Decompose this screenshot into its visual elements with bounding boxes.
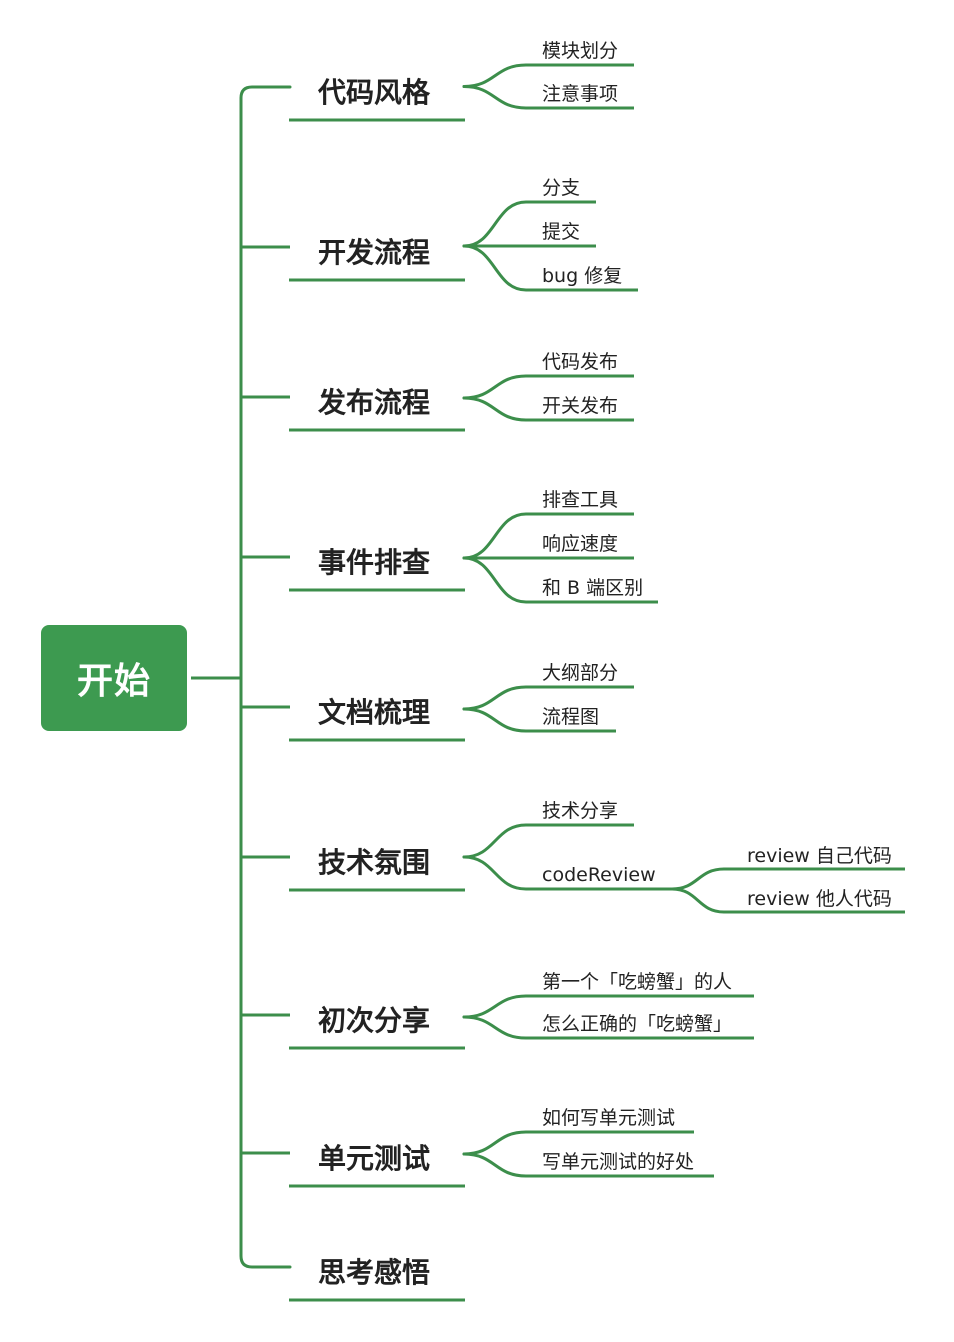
child-label: 模块划分 [542,40,618,62]
spine-line [239,85,292,1269]
child-label: 如何写单元测试 [542,1107,675,1129]
branch-label: 技术氛围 [318,846,430,879]
branch-node[interactable]: 技术氛围 技术分享 codeReview review 自己代码 review 他人代码 [241,800,905,914]
branch-label: 单元测试 [318,1142,430,1175]
child-label: 开关发布 [542,395,618,417]
grandchild-node[interactable]: review 他人代码 [670,887,905,914]
grandchild-label: review 他人代码 [747,888,892,910]
child-node[interactable]: 和 B 端区别 [462,556,658,604]
child-label: 提交 [542,221,580,243]
child-connector [462,1152,528,1178]
child-connector [462,1015,528,1040]
child-label: 大纲部分 [542,662,618,684]
grandchild-label: review 自己代码 [747,845,892,867]
branch-label: 发布流程 [317,386,430,419]
child-connector [462,685,528,711]
child-node[interactable]: 分支 [462,177,596,248]
grandchild-connector [670,887,726,914]
child-label: 排查工具 [542,489,618,511]
child-connector [462,707,528,733]
root-node[interactable]: 开始 [41,625,187,731]
branch-label: 开发流程 [318,236,430,269]
child-node[interactable]: 怎么正确的「吃螃蟹」 [462,1013,754,1040]
child-label: 写单元测试的好处 [542,1151,694,1173]
child-label: 怎么正确的「吃螃蟹」 [542,1013,732,1035]
grandchild-connector [670,867,726,891]
branch-label: 文档梳理 [318,696,430,729]
child-node[interactable]: 大纲部分 [462,662,634,711]
child-label: 和 B 端区别 [542,577,643,599]
child-connector [462,244,528,292]
grandchild-node[interactable]: review 自己代码 [670,845,905,891]
child-label: 流程图 [542,706,599,728]
child-node[interactable]: 开关发布 [462,395,634,422]
child-connector [462,855,528,891]
child-label: 代码发布 [542,351,618,373]
child-node[interactable]: 第一个「吃螃蟹」的人 [462,971,754,1019]
branch-label: 思考感悟 [318,1256,430,1289]
child-label: codeReview [542,864,656,886]
child-node[interactable]: bug 修复 [462,244,638,292]
child-connector [462,63,528,88]
child-label: 响应速度 [542,533,618,555]
child-label: 分支 [542,177,580,199]
branch-label: 代码风格 [317,76,431,109]
child-connector [462,823,528,859]
child-node[interactable]: 提交 [462,221,596,248]
branch-label: 初次分享 [318,1004,430,1037]
child-node[interactable]: 流程图 [462,706,616,733]
child-connector [462,200,528,248]
child-label: bug 修复 [542,265,622,287]
child-node[interactable]: 代码发布 [462,351,634,400]
child-node[interactable]: 写单元测试的好处 [462,1151,714,1178]
child-node[interactable]: 技术分享 [462,800,634,859]
child-connector [462,1130,528,1156]
branch-node[interactable]: 思考感悟 [289,1256,465,1302]
root-node-label: 开始 [76,661,151,702]
child-node[interactable]: codeReview review 自己代码 review 他人代码 [462,845,905,914]
branch-label: 事件排查 [318,546,430,579]
child-connector [462,396,528,422]
child-connector [462,994,528,1019]
child-label: 技术分享 [542,800,618,822]
child-label: 第一个「吃螃蟹」的人 [542,971,732,993]
child-connector [462,512,528,560]
child-connector [462,374,528,400]
child-node[interactable]: 模块划分 [462,40,634,88]
child-node[interactable]: 注意事项 [462,83,634,110]
child-label: 注意事项 [542,83,618,105]
child-node[interactable]: 如何写单元测试 [462,1107,694,1156]
child-connector [462,556,528,604]
child-connector [462,85,528,110]
